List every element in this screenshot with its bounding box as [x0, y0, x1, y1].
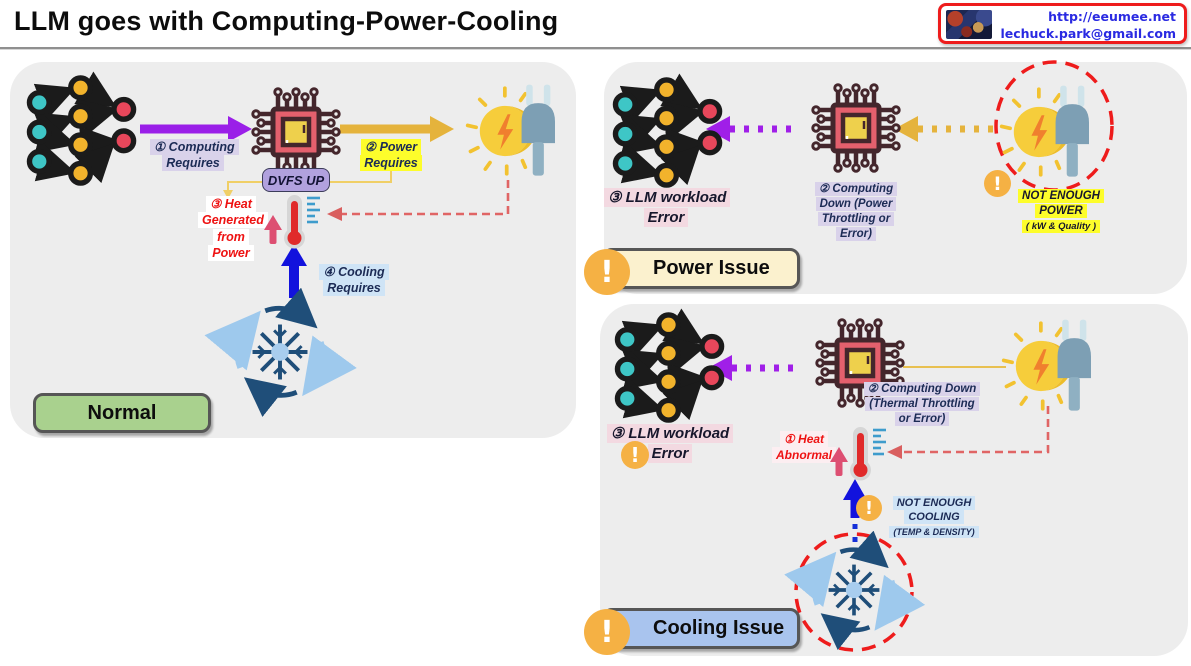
heat-generated-label: ③ Heat Generated from Power [198, 196, 268, 261]
power-issue-badge: Power Issue [602, 248, 800, 289]
computing-down-label-cooling: ② Computing Down (Thermal Throttling or … [862, 382, 982, 427]
power-plug-icon-power [999, 83, 1091, 179]
thermometer-icon-cooling [828, 425, 888, 482]
exclamation-icon-cooling: ! [856, 495, 882, 521]
exclamation-icon-llm-cooling: ! [621, 441, 649, 469]
cpu-chip-icon [246, 82, 346, 182]
cooling-issue-badge: Cooling Issue [602, 608, 800, 649]
dvfs-up-badge: DVFS UP [262, 168, 330, 192]
llm-network-icon [26, 76, 140, 186]
llm-workload-error-label-power: ③ LLM workload Error [604, 188, 731, 227]
llm-network-icon-cooling [614, 313, 728, 423]
computing-requires-label: ① Computing Requires [150, 139, 239, 172]
contact-thumbnail-image [946, 10, 992, 39]
thermometer-icon [262, 193, 322, 250]
exclamation-icon-power-badge: ! [584, 249, 630, 295]
power-requires-label: ② Power Requires [352, 139, 430, 172]
title-divider [0, 47, 1191, 50]
contact-url-link[interactable]: http://eeumee.net [1048, 9, 1176, 24]
cooling-cycle-icon-cooling [804, 541, 904, 639]
exclamation-icon-cooling-badge: ! [584, 609, 630, 655]
cpu-chip-icon-power [806, 78, 906, 178]
power-plug-icon-cooling [1001, 317, 1093, 413]
page-title: LLM goes with Computing-Power-Cooling [14, 6, 559, 36]
contact-email-link[interactable]: lechuck.park@gmail.com [1000, 26, 1176, 41]
cooling-requires-label: ④ Cooling Requires [312, 264, 396, 297]
power-plug-icon [465, 82, 557, 178]
cooling-cycle-icon [226, 299, 334, 405]
heat-abnormal-label: ① Heat Abnormal [772, 431, 837, 463]
not-enough-power-label: NOT ENOUGH POWER ( kW & Quality ) [1008, 189, 1114, 234]
computing-down-label-power: ② Computing Down (Power Throttling or Er… [801, 182, 911, 242]
not-enough-cooling-label: NOT ENOUGH COOLING (TEMP & DENSITY) [884, 496, 984, 539]
exclamation-icon-power: ! [984, 170, 1011, 197]
contact-card: http://eeumee.net lechuck.park@gmail.com [938, 3, 1187, 44]
normal-state-badge: Normal [33, 393, 211, 433]
llm-network-icon-power [612, 78, 726, 188]
